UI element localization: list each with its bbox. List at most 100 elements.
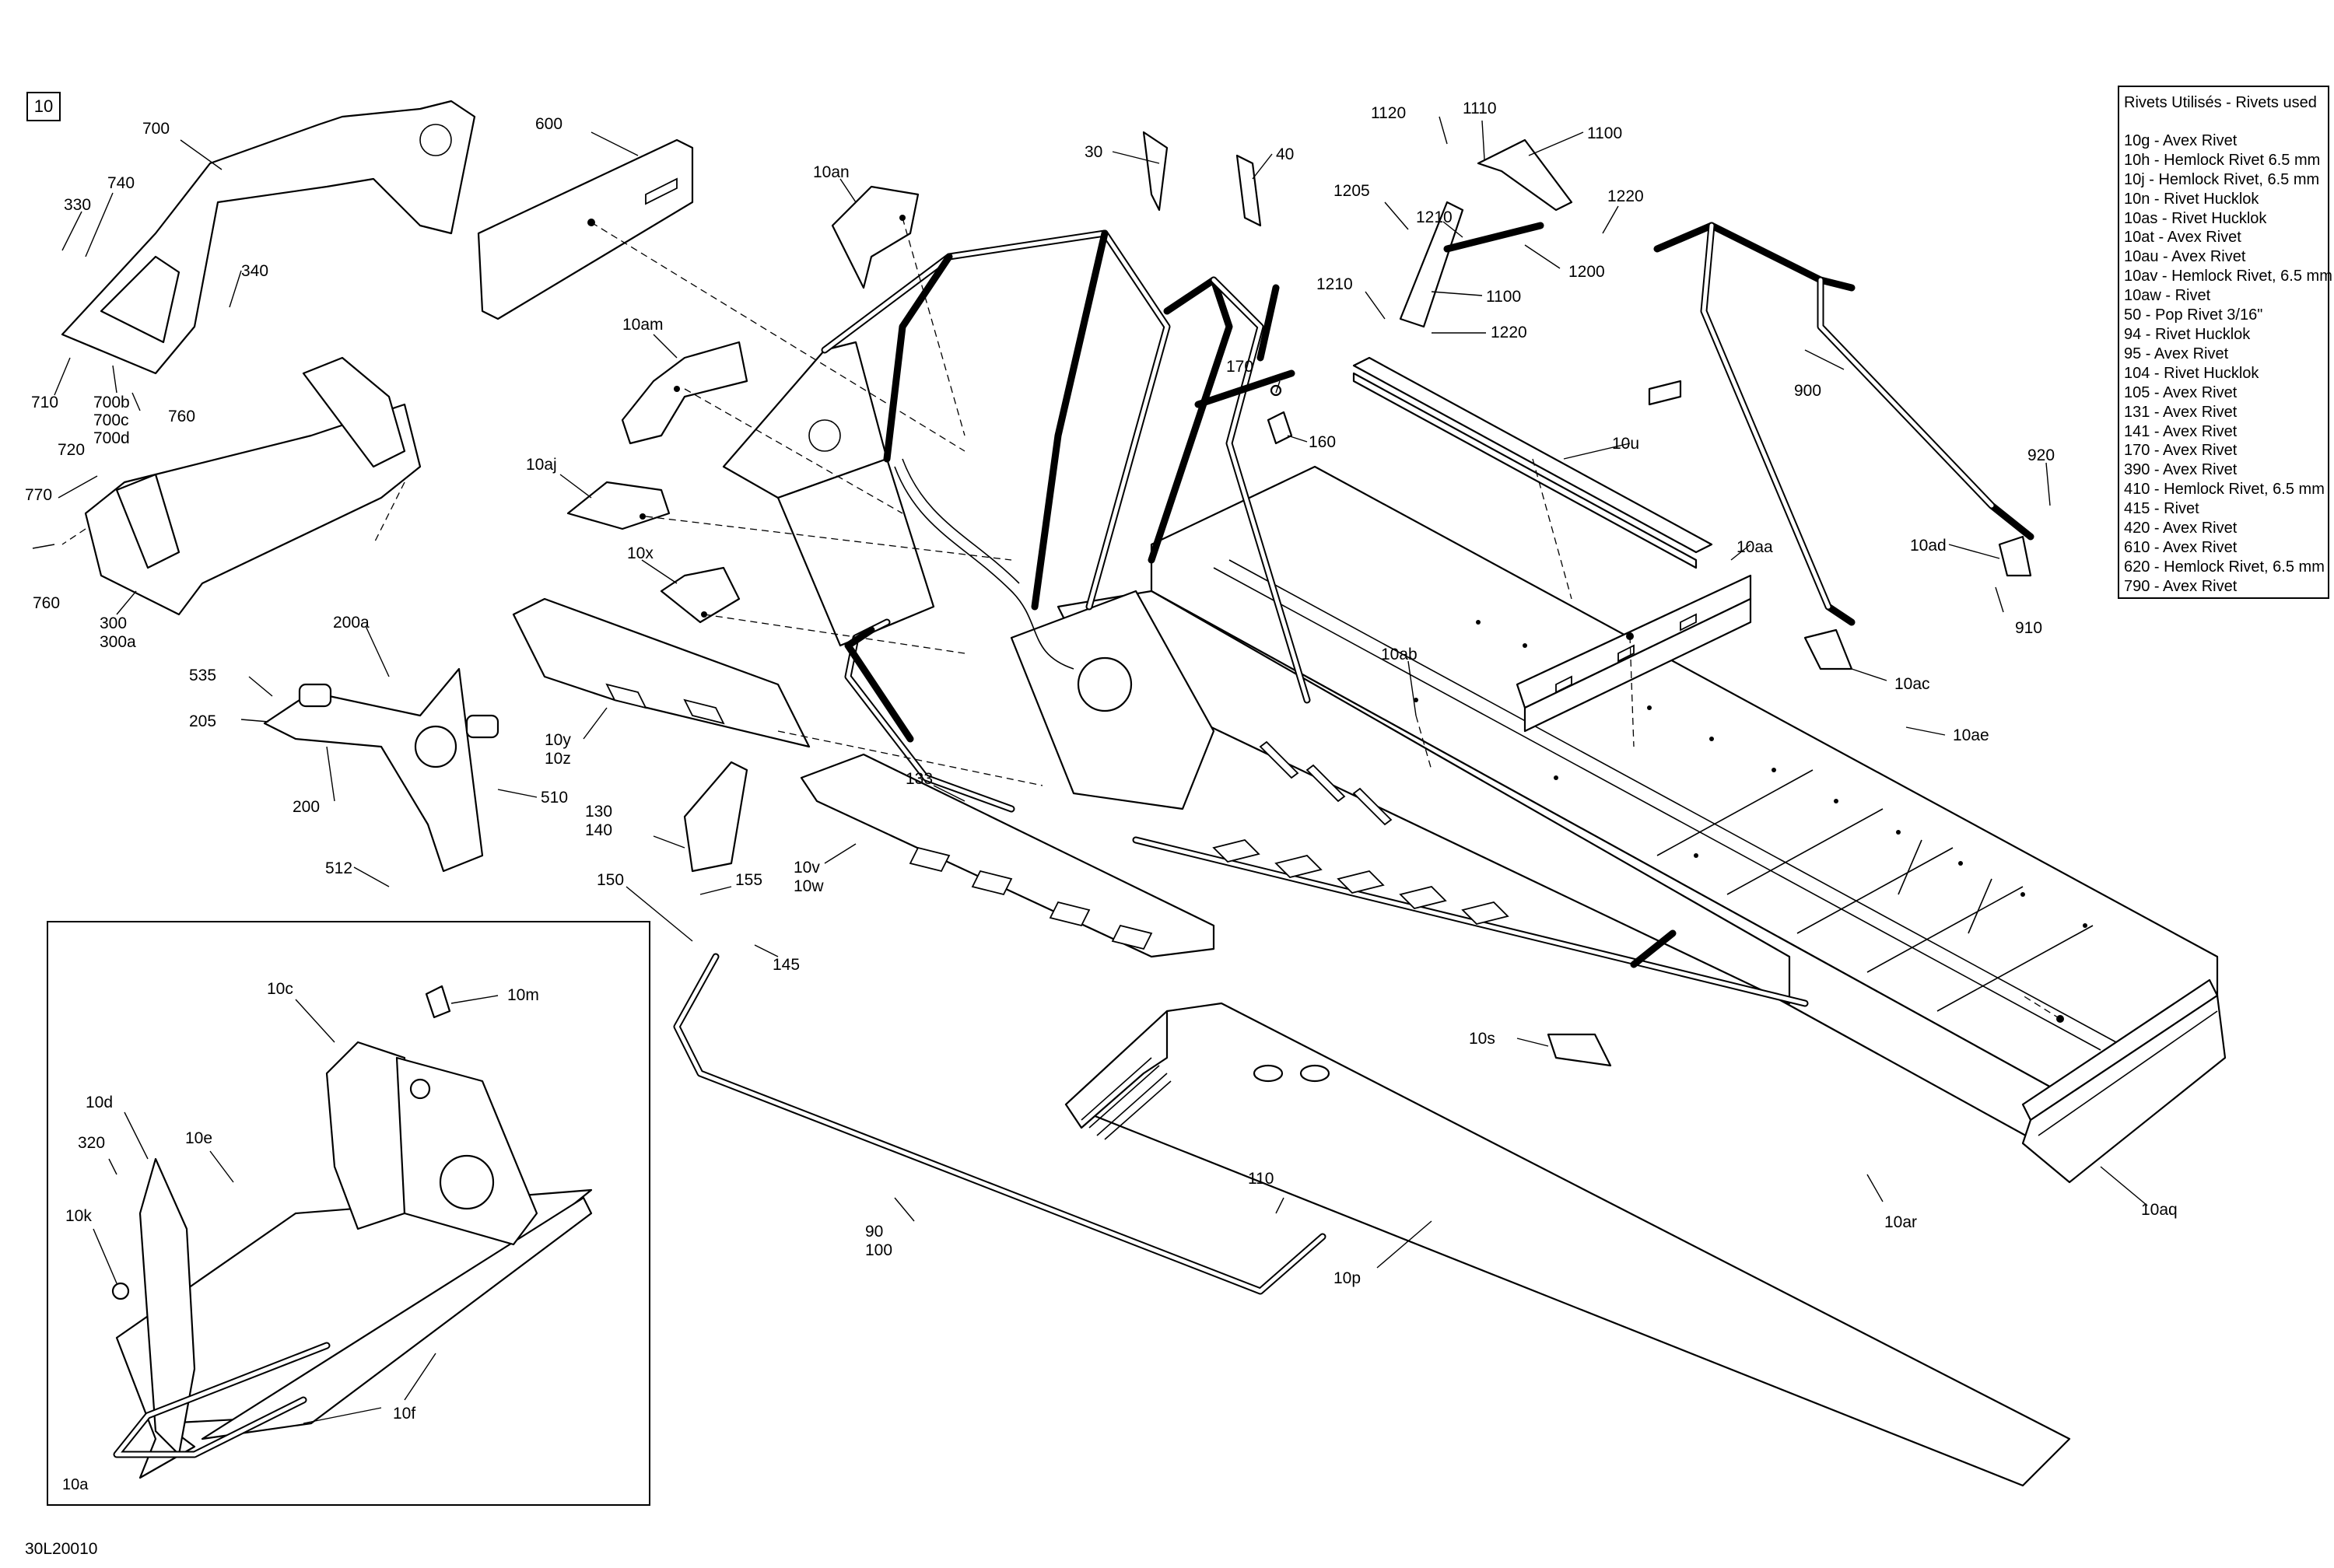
rivet-row: 50 - Pop Rivet 3/16" [2124, 306, 2263, 324]
inset-frame [47, 921, 650, 1506]
callout-160: 160 [1309, 433, 1336, 451]
rivet-row: 170 - Avex Rivet [2124, 442, 2238, 460]
rivet-row: 141 - Avex Rivet [2124, 422, 2238, 440]
callout-170: 170 [1226, 358, 1253, 376]
callout-700c: 700c [93, 411, 129, 429]
part-10p-skid-plate [1064, 1002, 2071, 1487]
callout-205: 205 [189, 712, 216, 730]
callout-10m: 10m [507, 986, 539, 1004]
callout-1100-bottom: 1100 [1486, 288, 1521, 306]
callout-10ae: 10ae [1953, 726, 1989, 744]
rivet-row: 105 - Avex Rivet [2124, 383, 2238, 401]
callout-10p: 10p [1333, 1269, 1361, 1287]
callout-10u: 10u [1612, 435, 1639, 453]
callout-900: 900 [1794, 382, 1821, 400]
callout-700d: 700d [93, 429, 130, 447]
rivets-table: Rivets Utilisés - Rivets used 10g - Avex… [2118, 86, 2332, 599]
skid-plate-ribs [1081, 1057, 1172, 1140]
callout-10d: 10d [86, 1094, 113, 1111]
callout-10w: 10w [794, 877, 824, 895]
callout-10am: 10am [622, 316, 664, 334]
callout-920: 920 [2027, 446, 2055, 464]
callout-10x: 10x [627, 544, 654, 562]
callout-10s: 10s [1469, 1030, 1495, 1048]
callout-1100-top: 1100 [1587, 124, 1622, 142]
drawing-number: 30L20010 [25, 1540, 98, 1558]
callout-10ad: 10ad [1910, 537, 1947, 555]
front-frame-assembly [722, 229, 1311, 813]
part-300-pan [84, 356, 422, 616]
part-600-cover [477, 138, 694, 320]
rivet-row: 94 - Rivet Hucklok [2124, 325, 2251, 343]
callout-1120: 1120 [1371, 104, 1406, 122]
rivet-row: 104 - Rivet Hucklok [2124, 364, 2259, 382]
callout-130: 130 [585, 803, 612, 821]
rivet-row: 10aw - Rivet [2124, 287, 2211, 305]
side-stiffener-slots [1259, 740, 1393, 826]
callout-320: 320 [78, 1134, 105, 1152]
callout-200: 200 [293, 798, 320, 816]
callout-10aj: 10aj [526, 456, 557, 474]
alignment-dashed-lines [61, 217, 2061, 1020]
rivet-row: 790 - Avex Rivet [2124, 577, 2238, 595]
rivet-row: 410 - Hemlock Rivet, 6.5 mm [2124, 481, 2325, 499]
small-fasteners [1142, 131, 1293, 445]
callout-labels: 700 740 330 340 710 700b 700c 700d 720 7… [25, 100, 2178, 1423]
callout-1210-bottom: 1210 [1316, 275, 1353, 293]
small-brackets [566, 185, 1612, 1067]
callout-760-bottom: 760 [33, 594, 60, 612]
callout-1210-top: 1210 [1416, 208, 1453, 226]
inset-label: 10a [62, 1476, 89, 1493]
rivet-row: 131 - Avex Rivet [2124, 403, 2238, 421]
callout-1220-top: 1220 [1607, 187, 1644, 205]
callout-535: 535 [189, 667, 216, 684]
inset-10a-assembly [111, 985, 593, 1479]
part-90-side-bar [673, 953, 1326, 1295]
part-10y-footrest [512, 597, 811, 748]
callout-1200: 1200 [1568, 263, 1605, 281]
callout-30: 30 [1085, 143, 1102, 161]
callout-140: 140 [585, 821, 612, 839]
callout-145: 145 [773, 956, 800, 974]
callout-600: 600 [535, 115, 562, 133]
cooler-openings [1212, 839, 1509, 925]
callout-110: 110 [1248, 1170, 1274, 1188]
tunnel-deck-slots [1656, 769, 2094, 1012]
callout-700b: 700b [93, 394, 130, 411]
callout-10ac: 10ac [1894, 675, 1930, 693]
rivet-row: 10n - Rivet Hucklok [2124, 190, 2259, 208]
rivet-row: 10au - Avex Rivet [2124, 248, 2246, 266]
callout-150: 150 [597, 871, 624, 889]
callout-910: 910 [2015, 619, 2042, 637]
figure-number: 10 [26, 92, 61, 121]
callout-760-top: 760 [168, 408, 195, 425]
rivet-row: 10av - Hemlock Rivet, 6.5 mm [2124, 268, 2332, 285]
callout-510: 510 [541, 789, 568, 807]
callout-10ar: 10ar [1884, 1213, 1917, 1231]
callout-10v: 10v [794, 859, 820, 877]
callout-1205: 1205 [1333, 182, 1370, 200]
callout-700: 700 [142, 120, 170, 138]
callout-10ab: 10ab [1381, 646, 1418, 663]
callout-10aq: 10aq [2141, 1201, 2178, 1219]
callout-10e: 10e [185, 1129, 212, 1147]
rivet-row: 620 - Hemlock Rivet, 6.5 mm [2124, 558, 2325, 576]
rivet-row: 10at - Avex Rivet [2124, 229, 2241, 247]
callout-512: 512 [325, 859, 352, 877]
callout-10c: 10c [267, 980, 293, 998]
part-10v-front-plate [800, 753, 1215, 958]
rivet-row: 10g - Avex Rivet [2124, 131, 2238, 149]
rivet-row: 415 - Rivet [2124, 500, 2199, 518]
rivet-row: 10h - Hemlock Rivet 6.5 mm [2124, 151, 2321, 169]
rivet-row: 10j - Hemlock Rivet, 6.5 mm [2124, 170, 2320, 188]
main-tunnel-assembly [1057, 465, 2219, 1153]
rear-small-brackets [1803, 535, 2032, 670]
callout-710: 710 [31, 394, 58, 411]
callout-40: 40 [1276, 145, 1294, 163]
part-1100-support [1399, 138, 1573, 328]
callout-340: 340 [241, 262, 268, 280]
rivet-row: 10as - Rivet Hucklok [2124, 209, 2267, 227]
part-200-engine-mount [263, 667, 499, 873]
callout-133: 133 [906, 770, 933, 788]
